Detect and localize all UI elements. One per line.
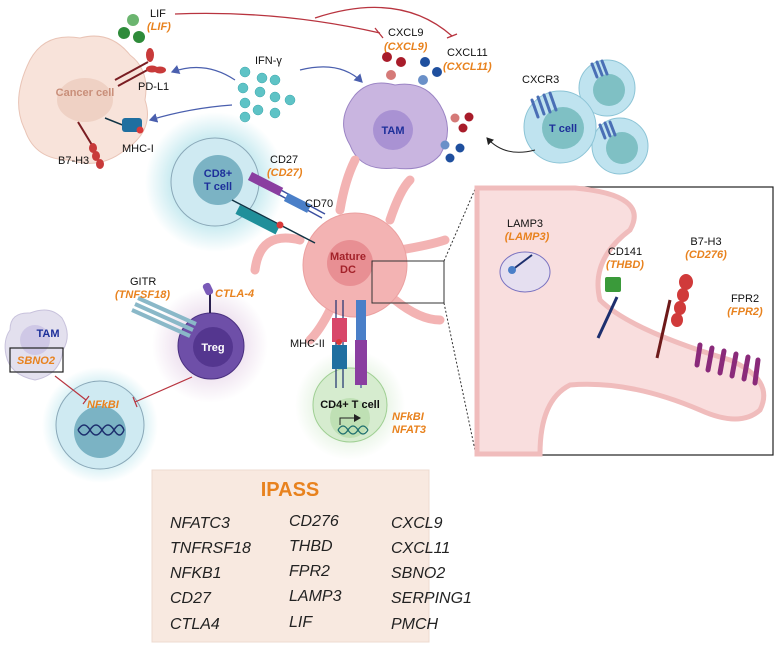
ipass-gene: THBD bbox=[289, 538, 333, 555]
lamp3-label: LAMP3 bbox=[507, 218, 543, 230]
migration-arrow bbox=[486, 137, 536, 153]
lif-molecules bbox=[118, 14, 145, 43]
tam-small-label: TAM bbox=[36, 328, 59, 340]
zoom-region-box bbox=[371, 260, 445, 304]
ipass-gene: NFATC3 bbox=[170, 515, 230, 532]
cancer-cell: Cancer cell bbox=[18, 35, 148, 164]
cd4-gene-label-2: NFAT3 bbox=[392, 424, 426, 436]
ifng-molecules bbox=[237, 66, 296, 123]
pdl1-receptor bbox=[114, 48, 166, 87]
cxcl11-gene-label: (CXCL11) bbox=[443, 61, 492, 73]
mhc2-synapse bbox=[332, 300, 367, 388]
treg-cell: Treg bbox=[131, 282, 268, 403]
ipass-gene: LAMP3 bbox=[289, 588, 342, 605]
dc-label-1: Mature bbox=[330, 251, 366, 263]
cxcl11-label: CXCL11 bbox=[447, 47, 488, 59]
lamp3-gene-label: (LAMP3) bbox=[505, 231, 550, 243]
cd27-gene-label: (CD27) bbox=[267, 167, 303, 179]
sbno2-gene-label: SBNO2 bbox=[17, 355, 55, 367]
ipass-gene: TNFRSF18 bbox=[170, 540, 251, 557]
mature-dc-cell: Mature DC bbox=[250, 155, 450, 345]
cd27-label: CD27 bbox=[270, 154, 298, 166]
tam-top-cell: TAM bbox=[343, 82, 448, 170]
cd4-t-cell: CD4+ T cell bbox=[295, 350, 405, 460]
b7h3-cancer bbox=[77, 121, 104, 169]
ipass-gene: SERPING1 bbox=[391, 590, 472, 607]
gitr-label: GITR bbox=[130, 276, 156, 288]
ipass-gene: CXCL11 bbox=[391, 540, 450, 557]
cd8-label-2: T cell bbox=[204, 181, 232, 193]
lif-label: LIF bbox=[150, 8, 166, 20]
t-cell-label: T cell bbox=[549, 123, 577, 135]
fpr2-label: FPR2 bbox=[731, 293, 759, 305]
ifng-arrows bbox=[148, 65, 363, 123]
ipass-gene: PMCH bbox=[391, 616, 439, 633]
tam-small-cell: TAM SBNO2 bbox=[4, 309, 68, 381]
cd4-label: CD4+ T cell bbox=[320, 399, 380, 411]
pdl1-label: PD-L1 bbox=[138, 81, 169, 93]
mhc1-label: MHC-I bbox=[122, 143, 154, 155]
ipass-gene: CXCL9 bbox=[391, 515, 443, 532]
tam-top-label: TAM bbox=[381, 125, 404, 137]
gitr-gene-label: (TNFSF18) bbox=[115, 289, 170, 301]
cxcl9-gene-label: (CXCL9) bbox=[384, 41, 428, 53]
cd70-label: CD70 bbox=[305, 198, 333, 210]
mhc1-receptor bbox=[104, 117, 144, 134]
t-cell-group: T cell bbox=[523, 59, 649, 175]
b7h3-label: B7-H3 bbox=[58, 155, 89, 167]
gene-expression-icon bbox=[337, 425, 369, 435]
ipass-column-3: CXCL9 CXCL11 SBNO2 SERPING1 PMCH bbox=[391, 515, 472, 633]
cxcr3-label: CXCR3 bbox=[522, 74, 559, 86]
ipass-gene: LIF bbox=[289, 614, 313, 631]
ipass-gene: CD276 bbox=[289, 513, 339, 530]
ifng-label: IFN-γ bbox=[255, 55, 282, 67]
dc-membrane-inset: LAMP3 (LAMP3) CD141 (THBD) B7-H3 (CD276)… bbox=[474, 185, 774, 457]
cd8-dc-synapse bbox=[231, 172, 326, 244]
lif-inhibition-lines bbox=[174, 6, 458, 39]
ipass-gene-panel: IPASS NFATC3 TNFRSF18 NFKB1 CD27 CTLA4 C… bbox=[151, 469, 472, 643]
ipass-column-1: NFATC3 TNFRSF18 NFKB1 CD27 CTLA4 bbox=[170, 515, 251, 633]
mhc2-label: MHC-II bbox=[290, 338, 325, 350]
nfkbi-inhibition-lines bbox=[54, 375, 193, 408]
zoom-lines bbox=[443, 186, 477, 456]
cd8-label-1: CD8+ bbox=[204, 168, 232, 180]
fpr2-gene-label: (FPR2) bbox=[727, 306, 763, 318]
ipass-gene: CD27 bbox=[170, 590, 212, 607]
inset-b7h3-gene-label: (CD276) bbox=[685, 249, 727, 261]
cd141-label: CD141 bbox=[608, 246, 642, 258]
ipass-gene: FPR2 bbox=[289, 563, 330, 580]
dna-icon bbox=[77, 424, 125, 436]
ipass-gene: SBNO2 bbox=[391, 565, 445, 582]
cxcl9-molecules bbox=[382, 52, 474, 133]
cxcl11-molecules bbox=[418, 57, 465, 163]
cd4-gene-label-1: NFkBI bbox=[392, 411, 425, 423]
ipass-gene: CTLA4 bbox=[170, 616, 220, 633]
ipass-column-2: CD276 THBD FPR2 LAMP3 LIF bbox=[289, 513, 342, 631]
treg-label: Treg bbox=[201, 342, 224, 354]
cd141-gene-label: (THBD) bbox=[606, 259, 644, 271]
ipass-title: IPASS bbox=[261, 479, 320, 501]
nfkbi-target-cell: NFkBI bbox=[42, 367, 158, 483]
ipass-gene: NFKB1 bbox=[170, 565, 222, 582]
ctla4-gene-label: CTLA-4 bbox=[215, 288, 254, 300]
cancer-cell-label: Cancer cell bbox=[56, 87, 115, 99]
cxcl9-label: CXCL9 bbox=[388, 27, 423, 39]
dc-label-2: DC bbox=[340, 264, 356, 276]
lif-gene-label: (LIF) bbox=[147, 21, 171, 33]
inset-b7h3-label: B7-H3 bbox=[690, 236, 721, 248]
nfkbi-gene-label: NFkBI bbox=[87, 399, 120, 411]
